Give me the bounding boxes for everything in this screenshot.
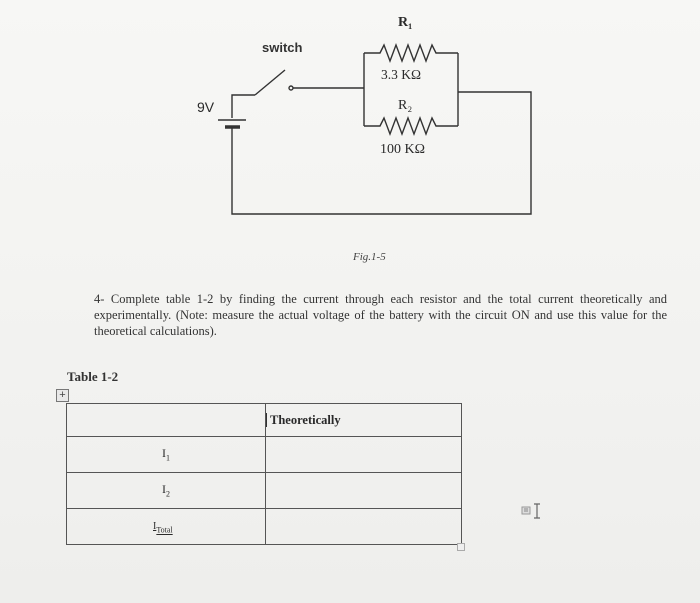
row-label-cell[interactable]: ITotal xyxy=(66,508,266,545)
current-label-i1: I1 xyxy=(162,446,170,463)
switch-contact xyxy=(288,85,294,91)
battery-wire xyxy=(231,94,255,118)
bottom-wire xyxy=(231,91,532,215)
current-label-i2: I2 xyxy=(162,482,170,499)
r1-label: R₁ xyxy=(398,15,413,30)
row-label-cell[interactable]: I1 xyxy=(66,436,266,474)
table-row: ITotal xyxy=(66,508,462,545)
table-label: Table 1-2 xyxy=(67,369,119,384)
r2-value: 100 KΩ xyxy=(380,142,426,157)
question-text: 4- Complete table 1-2 by finding the cur… xyxy=(94,292,667,338)
theoretical-cell[interactable] xyxy=(265,436,462,474)
results-table: Theoretically I1 I2 ITotal xyxy=(66,402,462,545)
table-row: I1 xyxy=(66,436,462,474)
battery-label: 9V xyxy=(197,99,215,115)
figure-caption: Fig.1-5 xyxy=(353,251,386,263)
header-theoretically-label: Theoretically xyxy=(266,412,341,427)
header-cell-blank[interactable] xyxy=(66,402,266,438)
r1-value: 3.3 KΩ xyxy=(381,67,422,82)
circuit-diagram xyxy=(218,43,532,215)
table-resize-handle[interactable] xyxy=(457,543,465,551)
r2-label: R₂ xyxy=(398,98,413,113)
switch-label: switch xyxy=(262,40,303,55)
row-label-cell[interactable]: I2 xyxy=(66,472,266,510)
table-row: I2 xyxy=(66,472,462,510)
r1-resistor xyxy=(364,43,458,63)
header-cell-theoretically[interactable]: Theoretically xyxy=(265,402,462,438)
current-label-itotal: ITotal xyxy=(153,521,173,535)
text-cursor-icon xyxy=(521,503,540,519)
r2-resistor xyxy=(364,116,458,136)
table-move-handle-icon[interactable]: + xyxy=(56,389,69,402)
theoretical-cell[interactable] xyxy=(265,508,462,545)
table-header-row: Theoretically xyxy=(66,402,462,438)
question-paragraph: 4- Complete table 1-2 by finding the cur… xyxy=(94,291,667,339)
switch-blade xyxy=(254,69,286,96)
theoretical-cell[interactable] xyxy=(265,472,462,510)
